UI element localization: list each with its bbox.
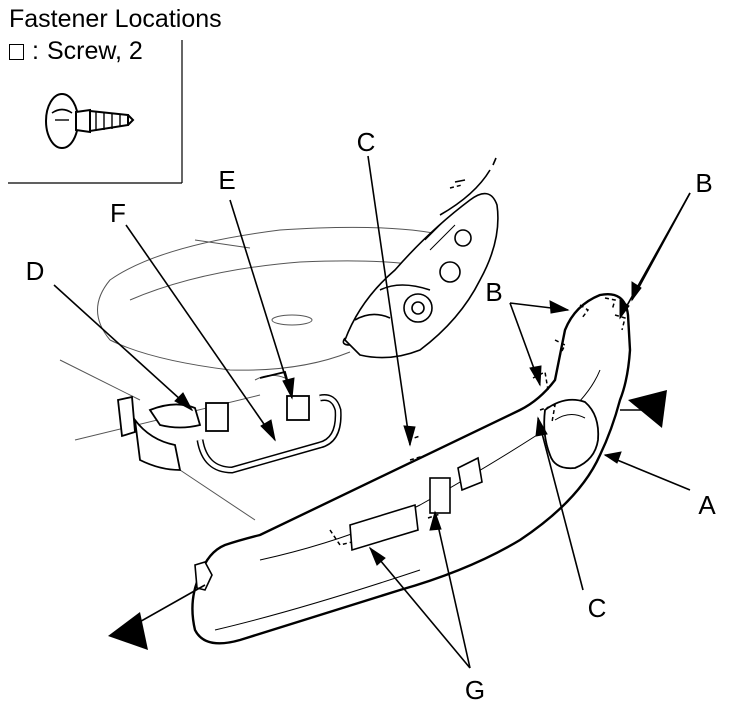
recliner-mechanism bbox=[342, 157, 499, 359]
leader-d bbox=[53, 284, 193, 411]
arrowheads bbox=[174, 281, 642, 566]
callout-d-label: D bbox=[25, 256, 45, 286]
screw-symbol-icon bbox=[9, 44, 24, 60]
callout-f-label: F bbox=[110, 198, 126, 228]
leader-g-1 bbox=[369, 547, 471, 669]
callout-g-label: G bbox=[464, 675, 486, 705]
wire-harness bbox=[117, 370, 342, 474]
removal-direction-arrows bbox=[108, 390, 667, 650]
removal-arrow-right-icon bbox=[628, 390, 667, 428]
callout-a-label: A bbox=[698, 490, 716, 520]
legend-separator: : bbox=[32, 37, 39, 65]
callout-b-upper-label: B bbox=[695, 168, 713, 198]
leader-lines bbox=[53, 155, 691, 669]
leader-g-2 bbox=[434, 511, 471, 669]
callout-c-lower-label: C bbox=[587, 593, 607, 623]
callout-b-lower-label: B bbox=[485, 277, 503, 307]
leader-b-upper-2 bbox=[619, 192, 691, 319]
removal-arrow-left-icon bbox=[108, 612, 148, 650]
seat-cushion-outline bbox=[59, 226, 456, 521]
fastener-legend: : Screw, 2 bbox=[9, 36, 143, 66]
leader-a bbox=[604, 454, 691, 491]
legend-screw-count: Screw, 2 bbox=[46, 37, 143, 65]
leader-e bbox=[229, 199, 293, 399]
leader-c-upper bbox=[367, 155, 411, 446]
leader-f bbox=[125, 224, 276, 441]
leader-c-lower bbox=[537, 417, 584, 591]
legend-inset-frame bbox=[8, 40, 183, 184]
side-trim-panel bbox=[191, 293, 632, 645]
callout-c-upper-label: C bbox=[356, 127, 376, 157]
callout-e-label: E bbox=[218, 165, 236, 195]
diagram-title: Fastener Locations bbox=[9, 5, 222, 33]
screw-fastener-icon bbox=[45, 93, 135, 149]
